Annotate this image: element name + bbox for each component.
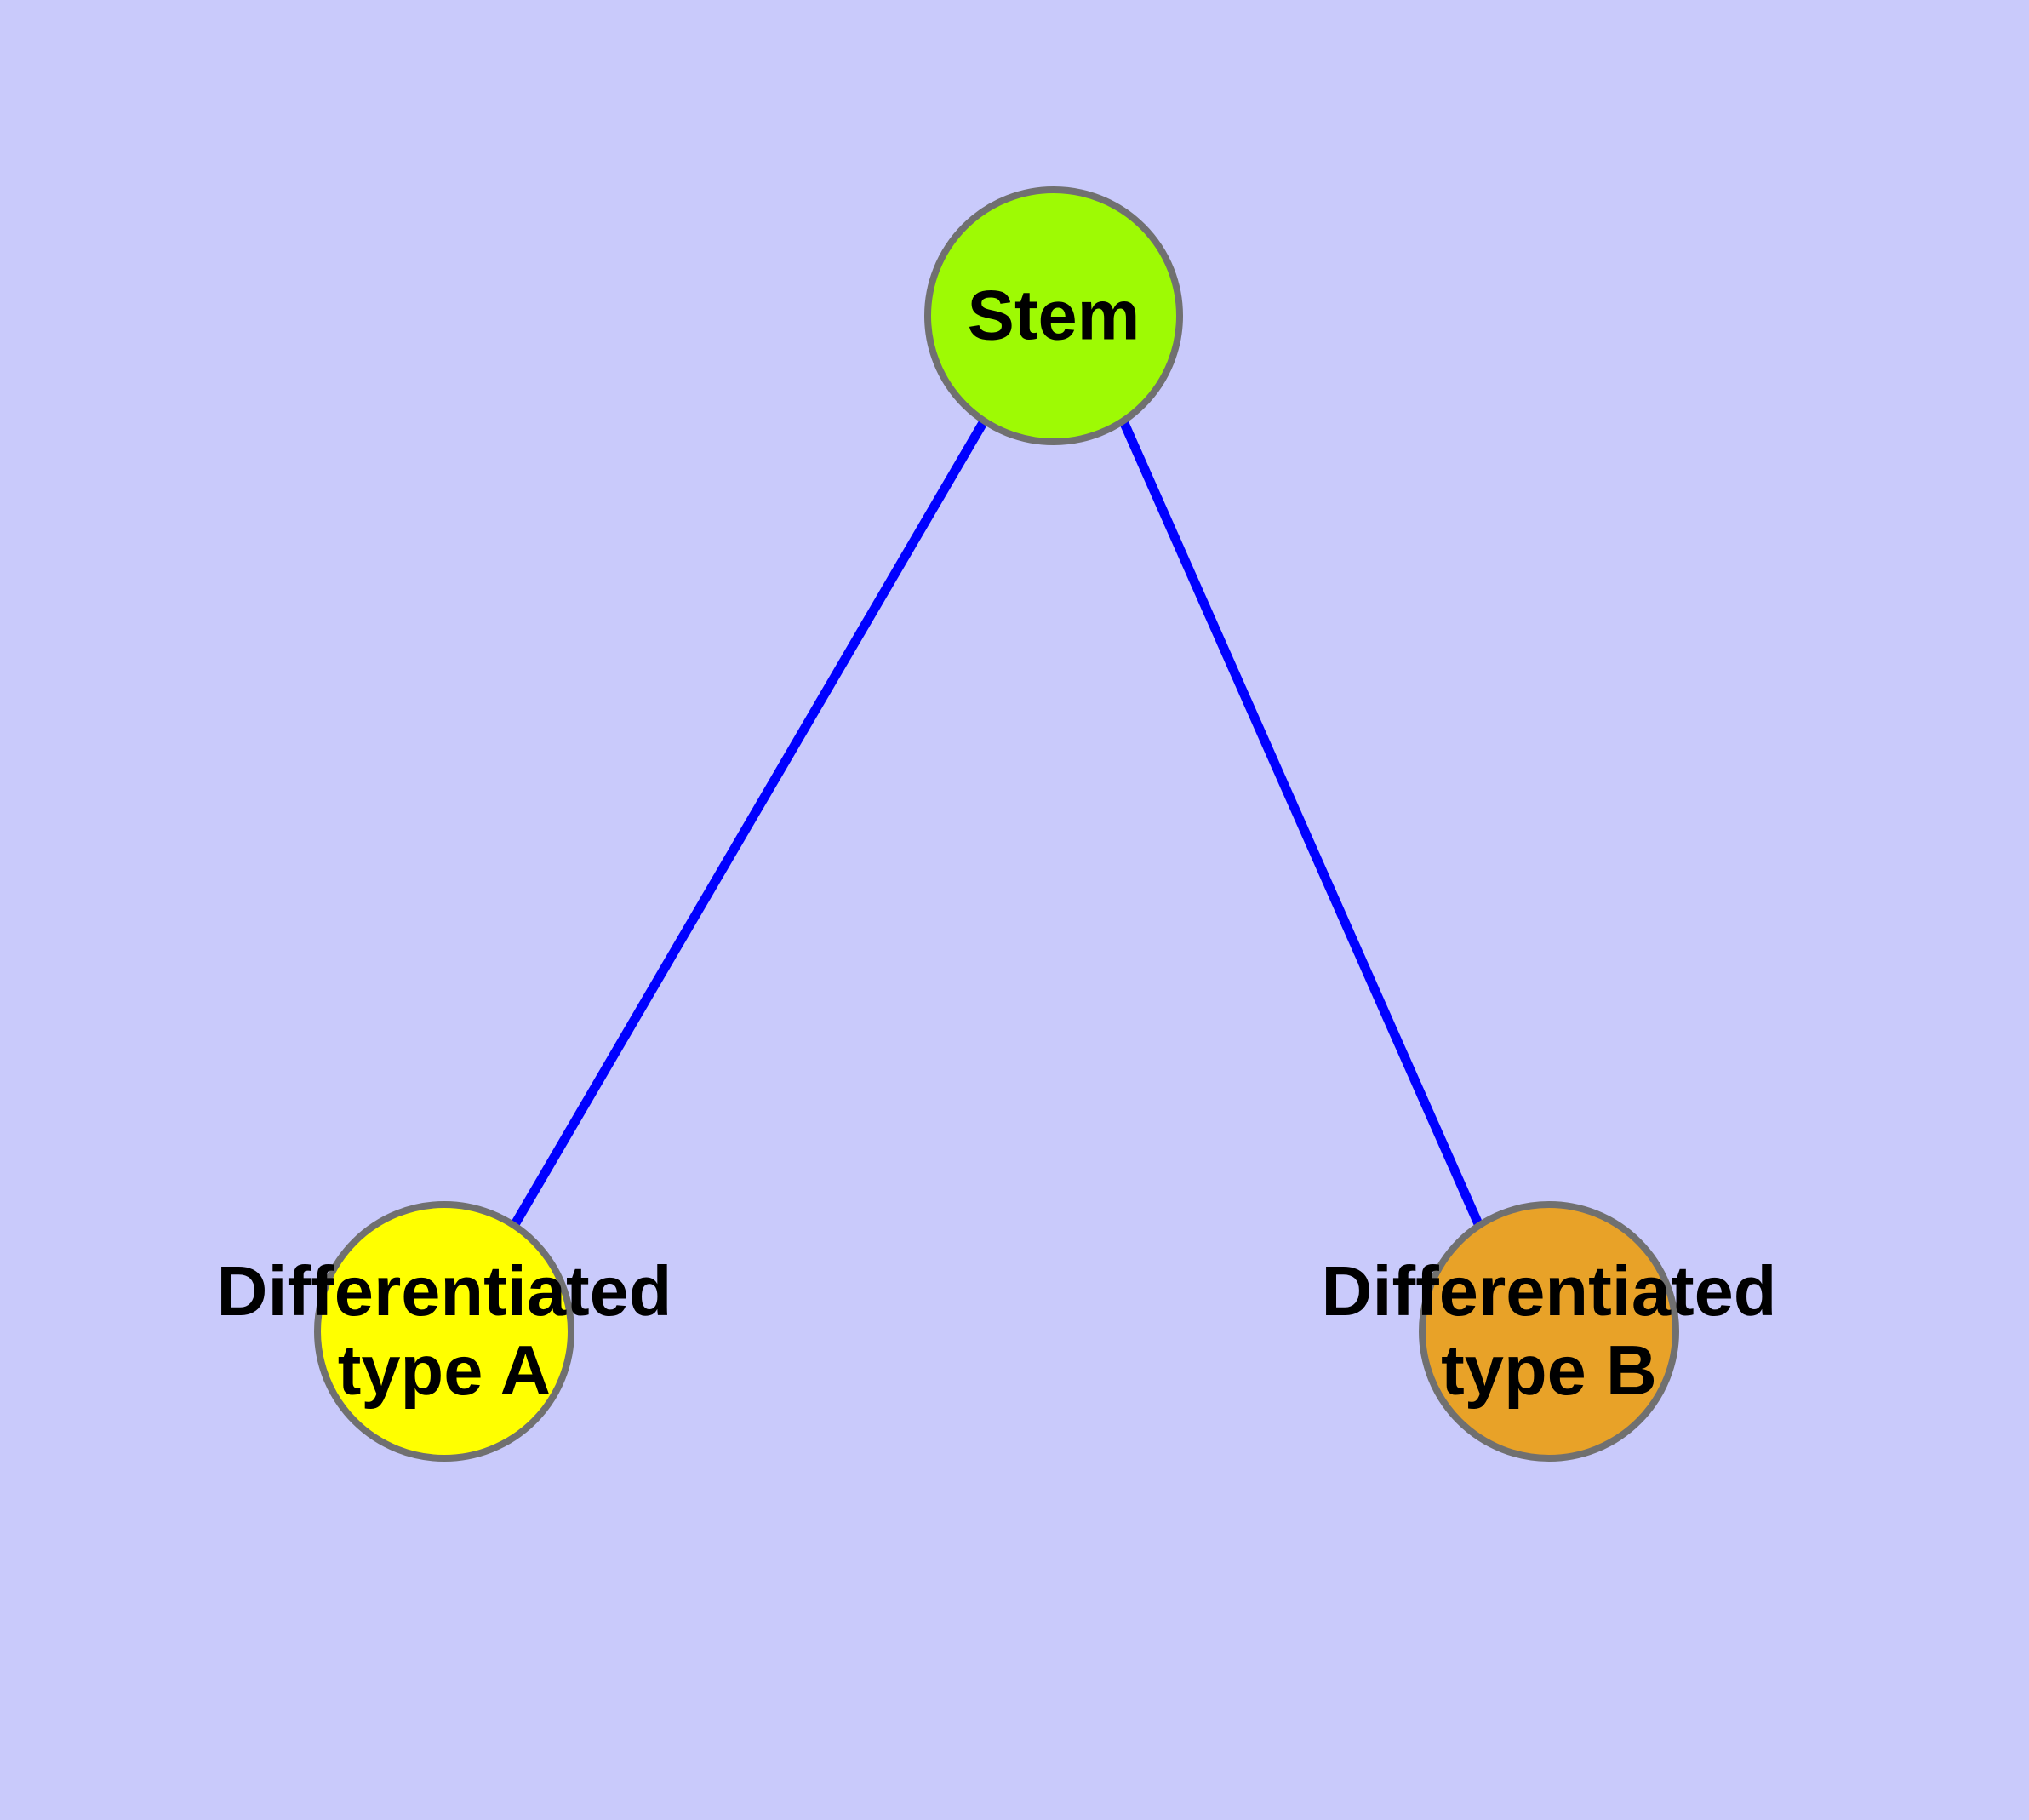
- edges-group: [510, 419, 1484, 1228]
- edge-stem-to-differentiated-type-a[interactable]: [510, 419, 988, 1228]
- node-differentiated-type-a[interactable]: [314, 1201, 574, 1462]
- node-stem[interactable]: [924, 186, 1183, 445]
- edge-stem-to-differentiated-type-b[interactable]: [1118, 419, 1484, 1228]
- nodes-group: [314, 186, 1679, 1462]
- node-differentiated-type-b[interactable]: [1419, 1201, 1679, 1462]
